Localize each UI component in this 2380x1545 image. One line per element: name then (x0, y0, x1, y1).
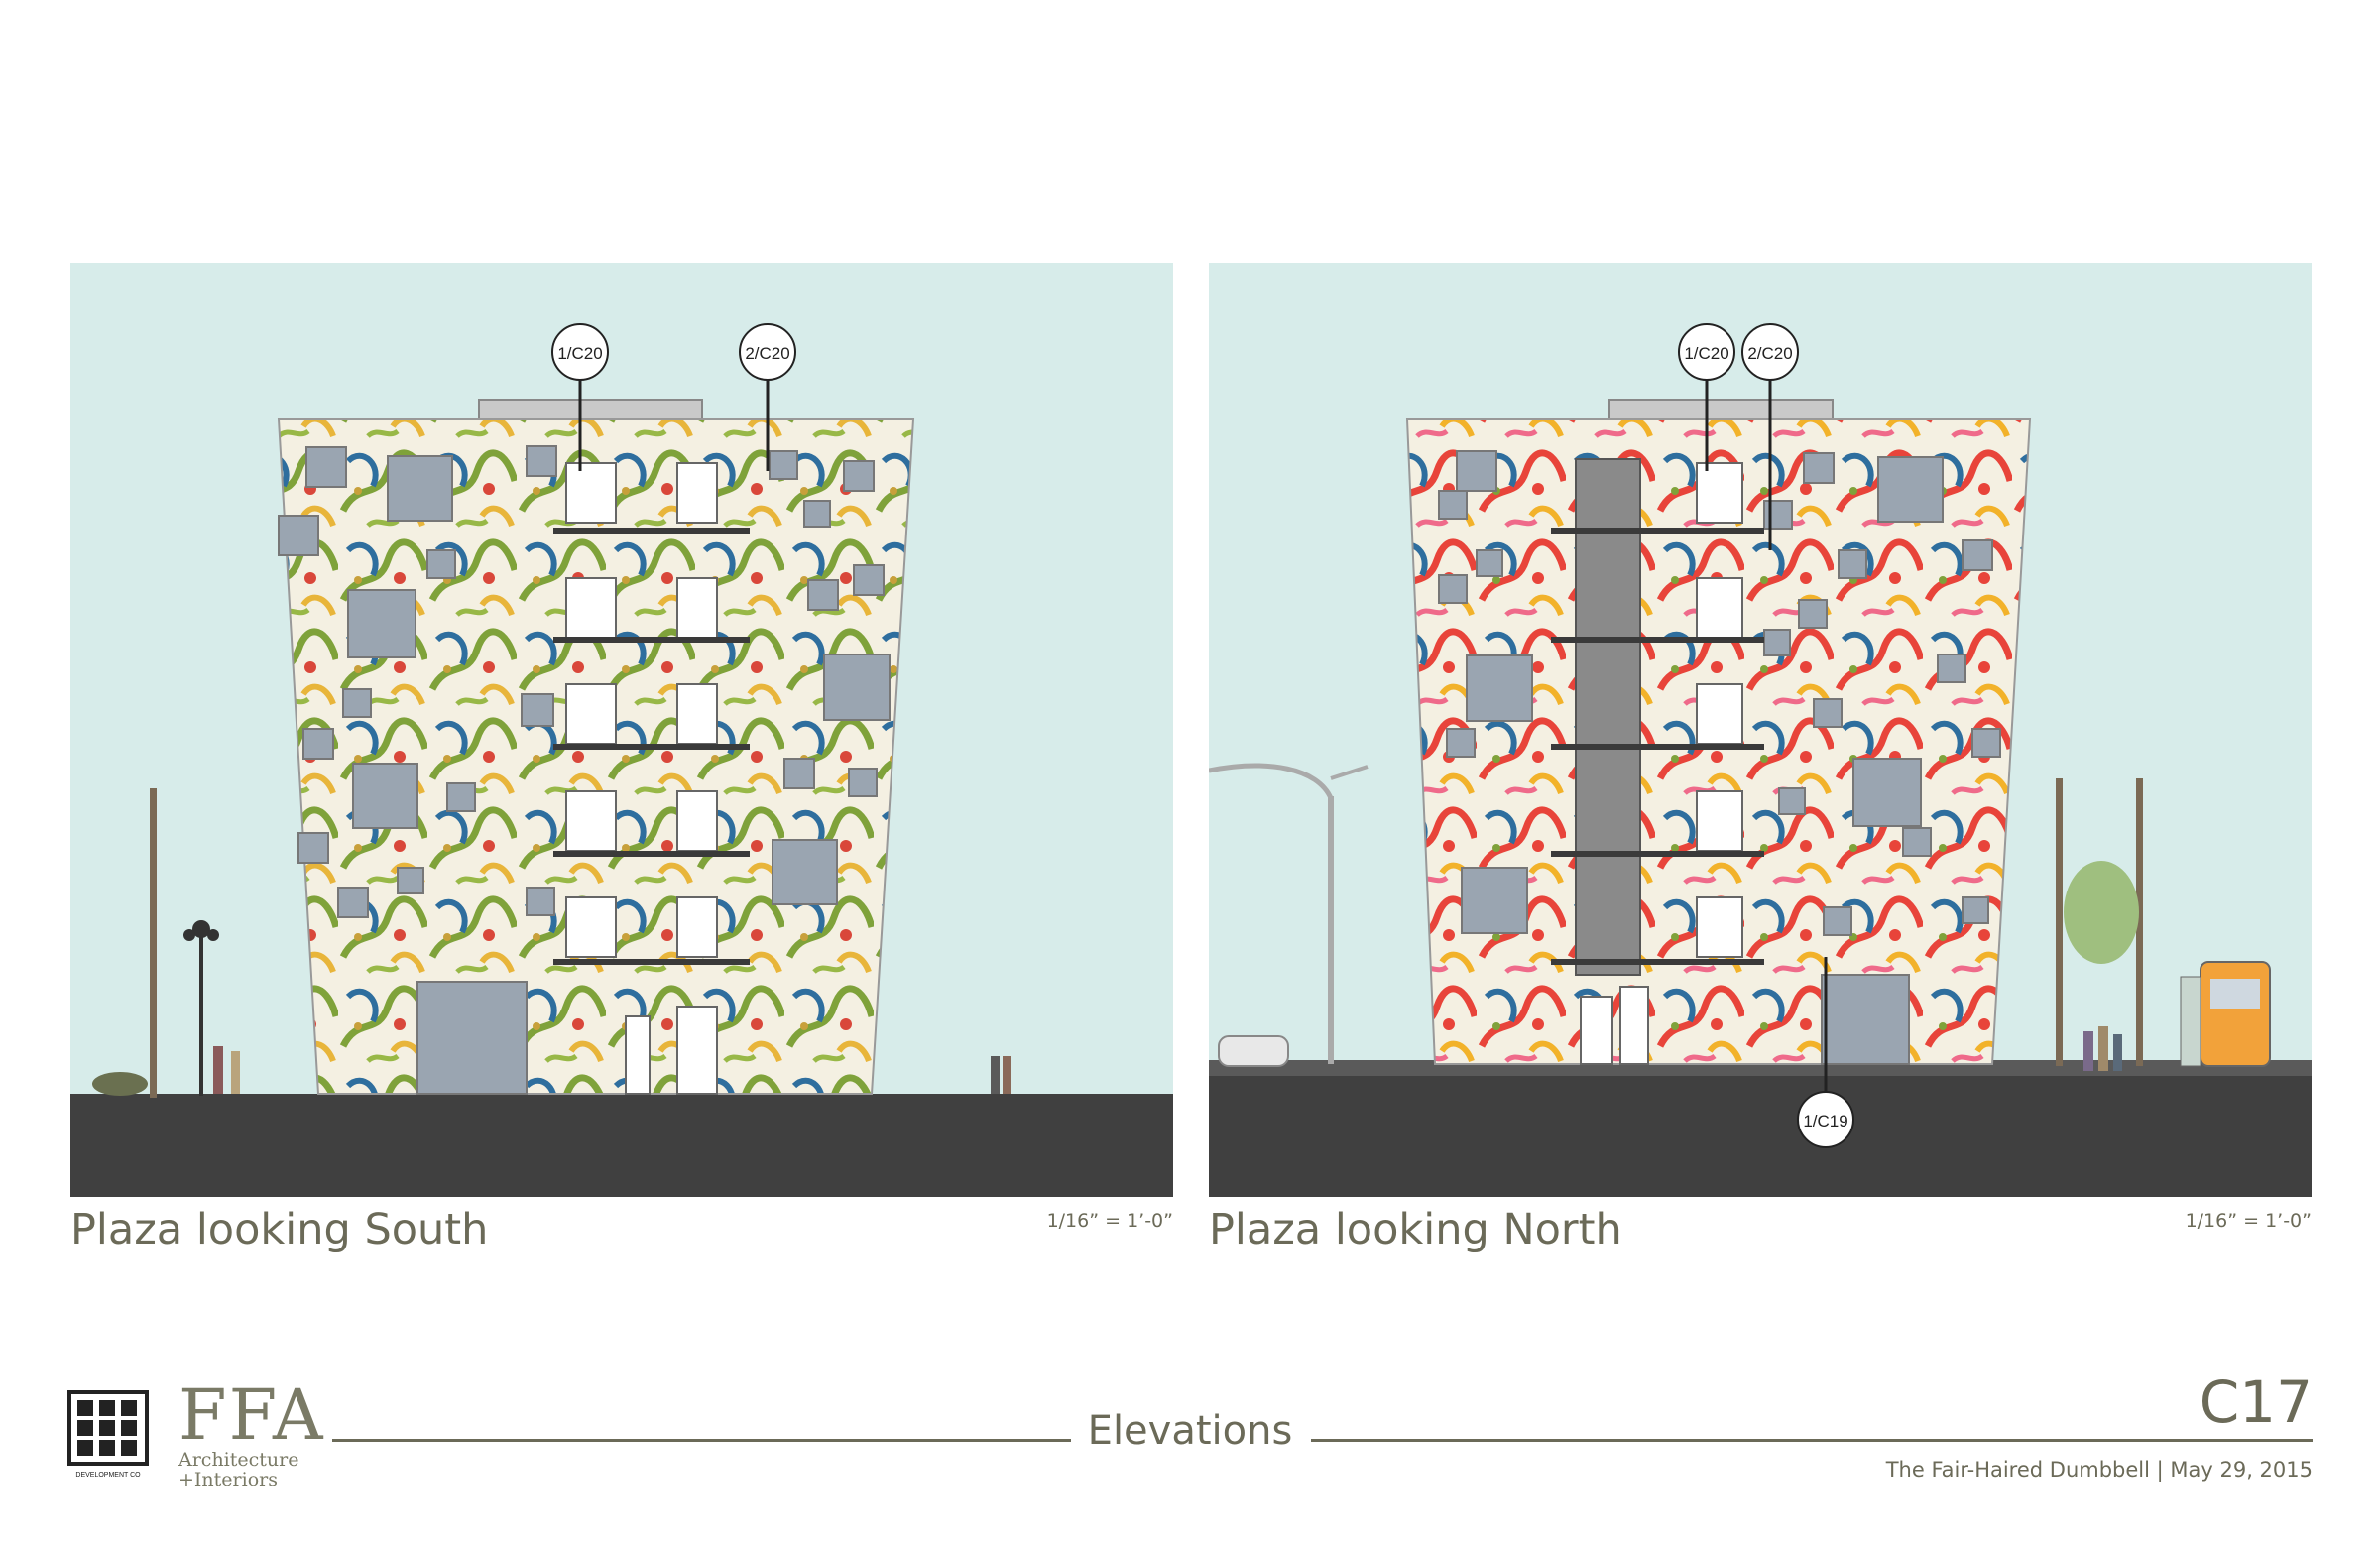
caption-north: Plaza looking North (1209, 1205, 1622, 1254)
ffa-logo-text: FFA (178, 1374, 325, 1456)
callout-label: 2/C20 (745, 344, 789, 363)
caption-south: Plaza looking South (70, 1205, 489, 1254)
callout-1-C19-north: 1/C19 (1797, 1091, 1854, 1148)
guerrilla-logo: DEVELOPMENT CO (67, 1390, 149, 1479)
elevation-panel-north: 1/C20 2/C20 1/C19 (1209, 263, 2312, 1197)
footer-rule-left (332, 1439, 1071, 1442)
scale-south: 1/16” = 1’-0” (1046, 1210, 1173, 1232)
callout-label: 1/C20 (1684, 344, 1728, 363)
scale-north: 1/16” = 1’-0” (2185, 1210, 2312, 1232)
footer-rule-right (1311, 1439, 2313, 1442)
elevation-drawing-north: 1/C20 2/C20 1/C19 (1209, 323, 2312, 1197)
ffa-logo: FFA Architecture +Interiors (178, 1380, 325, 1489)
guerrilla-sub: DEVELOPMENT CO (75, 1472, 141, 1479)
sheet-number: C17 (2199, 1368, 2313, 1436)
elevation-panel-south: 1/C20 2/C20 (70, 263, 1173, 1197)
callout-label: 2/C20 (1747, 344, 1792, 363)
callout-label: 1/C19 (1803, 1112, 1847, 1130)
callout-2-C20-north: 2/C20 (1741, 323, 1799, 381)
callout-1-C20-north: 1/C20 (1678, 323, 1735, 381)
callout-label: 1/C20 (557, 344, 602, 363)
callout-1-C20-south: 1/C20 (551, 323, 609, 381)
elevation-drawing-south: 1/C20 2/C20 (70, 323, 1173, 1197)
ffa-logo-sub2: +Interiors (178, 1469, 278, 1490)
ffa-logo-sub1: Architecture (178, 1449, 299, 1471)
project-line: The Fair-Haired Dumbbell | May 29, 2015 (1885, 1458, 2313, 1482)
callout-2-C20-south: 2/C20 (739, 323, 796, 381)
sheet-title: Elevations (1087, 1408, 1293, 1454)
